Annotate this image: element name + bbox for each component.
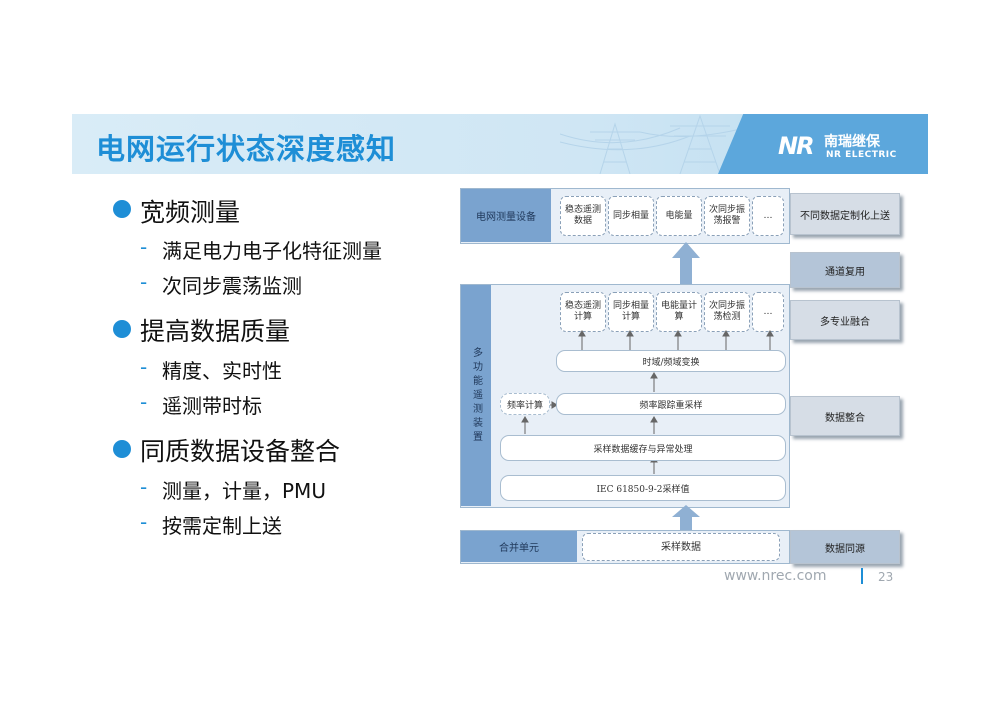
freq-track-resample: 频率跟踪重采样 (556, 393, 786, 415)
sample-buffer: 采样数据缓存与异常处理 (500, 435, 786, 461)
sub-text: 满足电力电子化特征测量 (162, 239, 382, 263)
right-box: 通道复用 (790, 252, 900, 288)
sub-text: 精度、实时性 (162, 359, 282, 383)
sub-text: 遥测带时标 (162, 394, 262, 418)
top-pill: 电能量 (656, 196, 702, 236)
sub-dash: - (140, 355, 148, 379)
top-pill: 稳态遥测数据 (560, 196, 606, 236)
logo-english-name: NR ELECTRIC (826, 150, 897, 160)
up-arrow-icon (672, 242, 700, 284)
logo-background (718, 114, 928, 174)
mid-pill: 次同步振荡检测 (704, 292, 750, 332)
bullet-dot (113, 320, 131, 338)
iec-sample-value: IEC 61850-9-2采样值 (500, 475, 786, 501)
mid-pill: 同步相量计算 (608, 292, 654, 332)
power-tower-icon (560, 114, 760, 174)
sub-dash: - (140, 475, 148, 499)
top-label: 电网测量设备 (461, 189, 551, 242)
sub-text: 测量，计量，PMU (162, 479, 326, 503)
sub-dash: - (140, 390, 148, 414)
top-pill: 同步相量 (608, 196, 654, 236)
freq-calc: 频率计算 (500, 393, 550, 415)
logo-chinese-name: 南瑞继保 (824, 134, 880, 150)
right-box: 数据整合 (790, 396, 900, 436)
right-box: 数据同源 (790, 530, 900, 564)
sub-dash: - (140, 235, 148, 259)
page-title: 电网运行状态深度感知 (96, 132, 397, 166)
bullet-text: 同质数据设备整合 (140, 437, 341, 466)
middle-label: 多功能遥测装置 (461, 285, 491, 506)
footer-url: www.nrec.com (724, 568, 827, 584)
bullet-text: 宽频测量 (140, 198, 241, 227)
footer-separator (861, 568, 863, 584)
top-pill: … (752, 196, 784, 236)
right-box: 不同数据定制化上送 (790, 193, 900, 235)
mid-pill: … (752, 292, 784, 332)
bullet-text: 提高数据质量 (140, 317, 291, 346)
mid-pill: 稳态遥测计算 (560, 292, 606, 332)
bullet-dot (113, 440, 131, 458)
logo-mark: NR (778, 132, 815, 160)
page-number: 23 (878, 570, 894, 584)
sample-data: 采样数据 (582, 533, 780, 561)
top-pill: 次同步振荡报警 (704, 196, 750, 236)
sub-text: 按需定制上送 (162, 514, 282, 538)
sub-dash: - (140, 270, 148, 294)
up-arrow-icon (672, 505, 700, 531)
sub-dash: - (140, 510, 148, 534)
bullet-dot (113, 200, 131, 218)
mid-pill: 电能量计算 (656, 292, 702, 332)
right-box: 多专业融合 (790, 300, 900, 340)
time-freq-transform: 时域/频域变换 (556, 350, 786, 372)
sub-text: 次同步震荡监测 (162, 274, 302, 298)
bottom-label: 合并单元 (461, 531, 577, 562)
